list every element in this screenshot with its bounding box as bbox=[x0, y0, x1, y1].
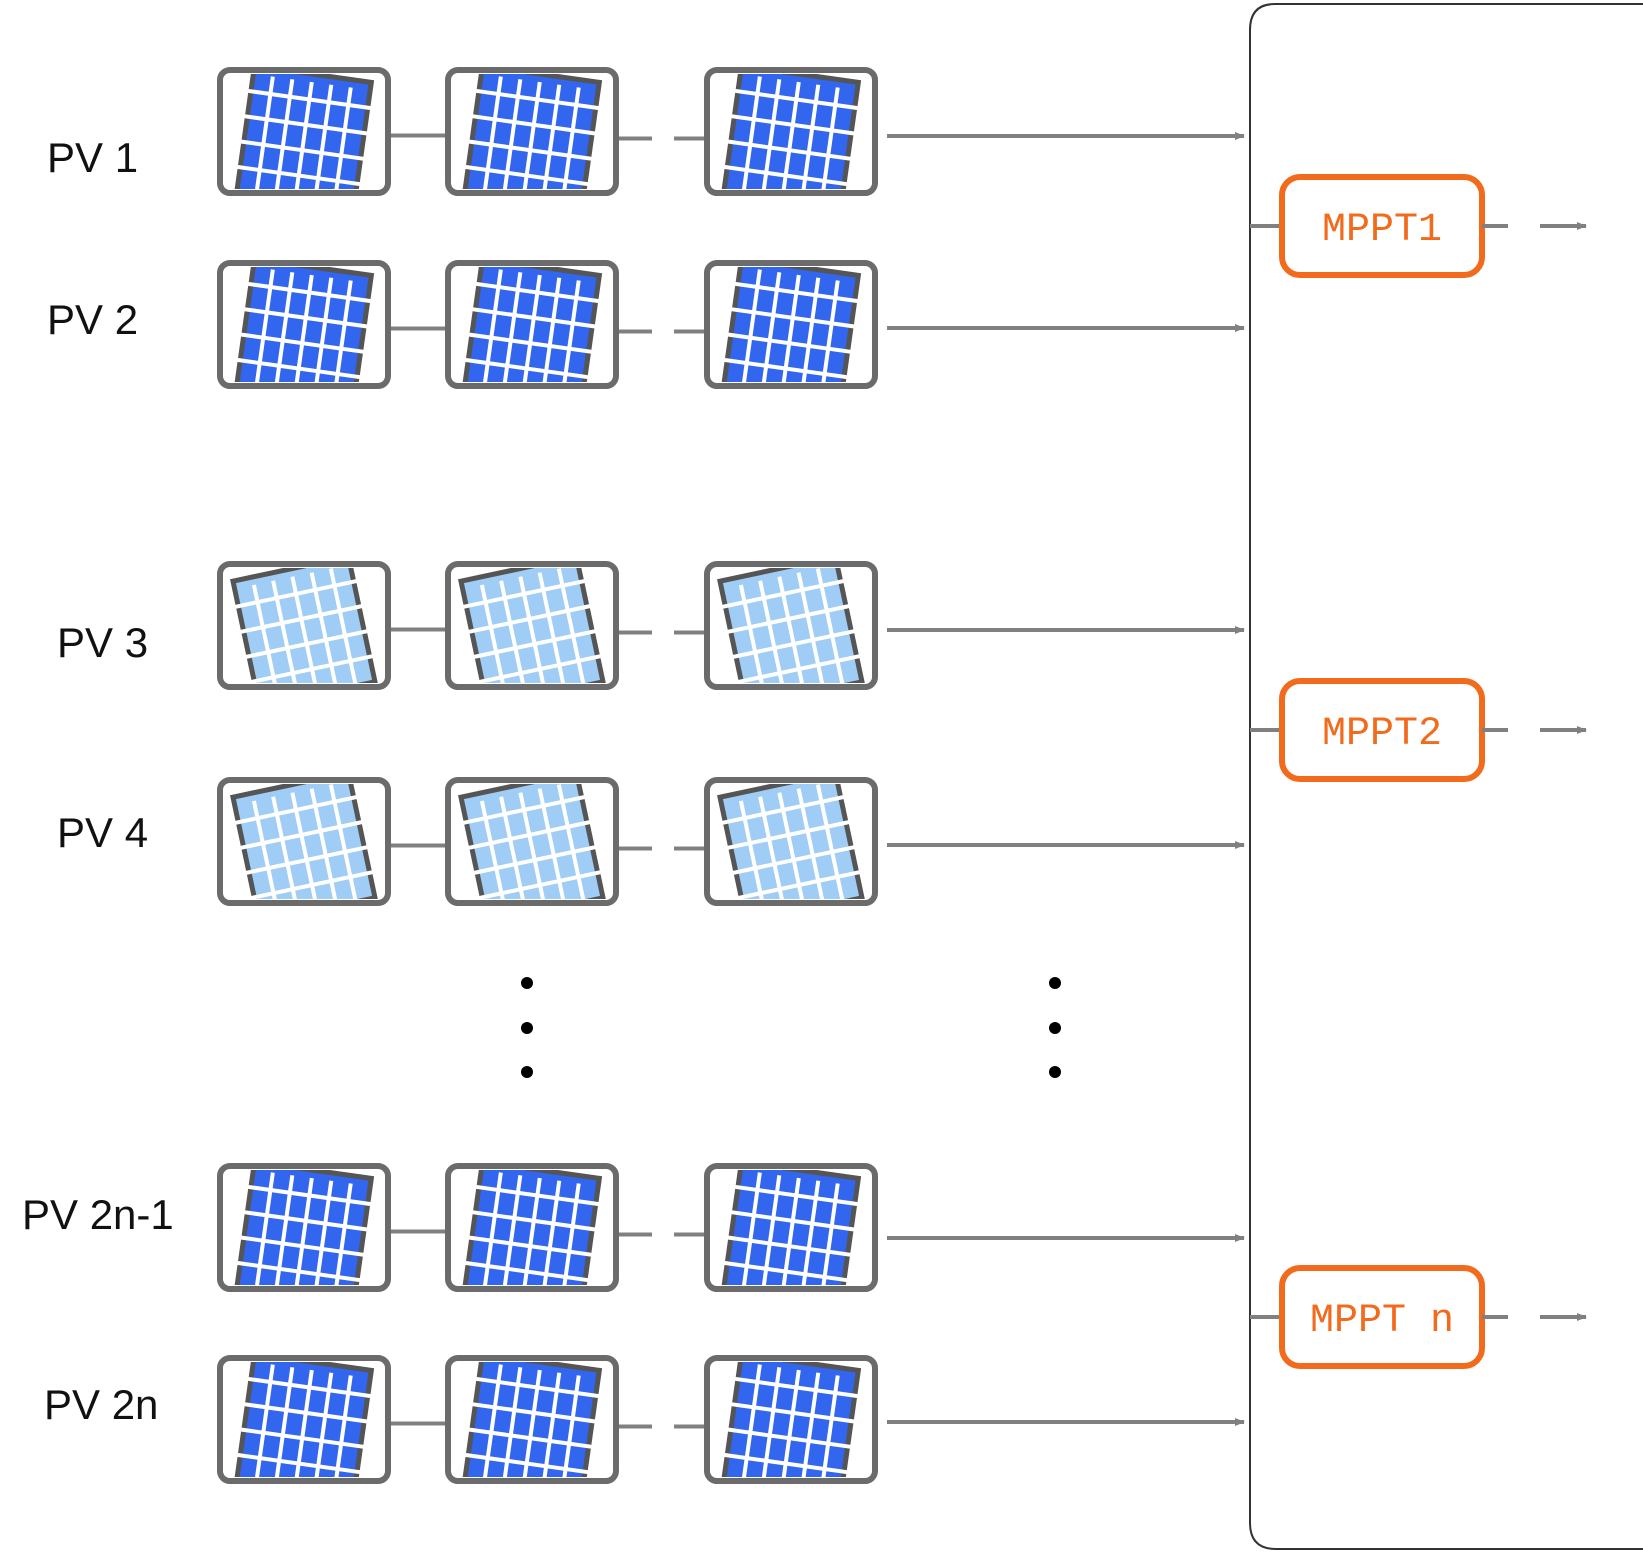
pv-string-row bbox=[217, 260, 1245, 389]
pv-string-label-4: PV 4 bbox=[57, 809, 148, 856]
solar-panel-icon bbox=[704, 1355, 878, 1484]
mppt-block: MPPT2 bbox=[1250, 678, 1587, 782]
ellipsis-dot bbox=[521, 1022, 533, 1034]
pv-string-label-3: PV 3 bbox=[57, 619, 148, 666]
pv-string-label-2: PV 2 bbox=[47, 296, 138, 343]
pv-string-label-2n: PV 2n bbox=[44, 1381, 158, 1428]
ellipsis-dot bbox=[521, 977, 533, 989]
mppt-label: MPPT2 bbox=[1322, 712, 1442, 757]
ellipsis-dot bbox=[521, 1066, 533, 1078]
vertical-ellipsis-icon bbox=[521, 977, 533, 1078]
pv-string-row bbox=[217, 67, 1245, 196]
solar-panel-icon bbox=[445, 777, 619, 906]
ellipsis-dot bbox=[1049, 1022, 1061, 1034]
solar-panel-icon bbox=[217, 777, 391, 906]
ellipsis-dot bbox=[1049, 977, 1061, 989]
solar-panel-icon bbox=[445, 260, 619, 389]
pv-string-row bbox=[217, 1355, 1245, 1484]
solar-panel-icon bbox=[445, 561, 619, 690]
solar-panel-icon bbox=[704, 777, 878, 906]
mppt-block: MPPT1 bbox=[1250, 174, 1587, 278]
solar-panel-icon bbox=[217, 260, 391, 389]
solar-panel-icon bbox=[704, 561, 878, 690]
mppt-label: MPPT1 bbox=[1322, 208, 1442, 253]
solar-panel-icon bbox=[217, 1163, 391, 1292]
pv-string-row bbox=[217, 561, 1245, 690]
solar-panel-icon bbox=[445, 1355, 619, 1484]
solar-panel-icon bbox=[445, 67, 619, 196]
ellipsis-dot bbox=[1049, 1066, 1061, 1078]
inverter-enclosure bbox=[1249, 3, 1643, 1550]
mppt-block: MPPT n bbox=[1250, 1265, 1587, 1369]
solar-panel-icon bbox=[217, 1355, 391, 1484]
pv-string-row bbox=[217, 777, 1245, 906]
solar-panel-icon bbox=[445, 1163, 619, 1292]
solar-panel-icon bbox=[704, 67, 878, 196]
pv-string-label-1: PV 1 bbox=[47, 134, 138, 181]
solar-panel-icon bbox=[217, 561, 391, 690]
mppt-label: MPPT n bbox=[1310, 1299, 1454, 1344]
pv-string-label-2n-1: PV 2n-1 bbox=[22, 1191, 174, 1238]
vertical-ellipsis-icon bbox=[1049, 977, 1061, 1078]
solar-panel-icon bbox=[217, 67, 391, 196]
solar-panel-icon bbox=[704, 1163, 878, 1292]
pv-string-row bbox=[217, 1163, 1245, 1292]
solar-panel-icon bbox=[704, 260, 878, 389]
